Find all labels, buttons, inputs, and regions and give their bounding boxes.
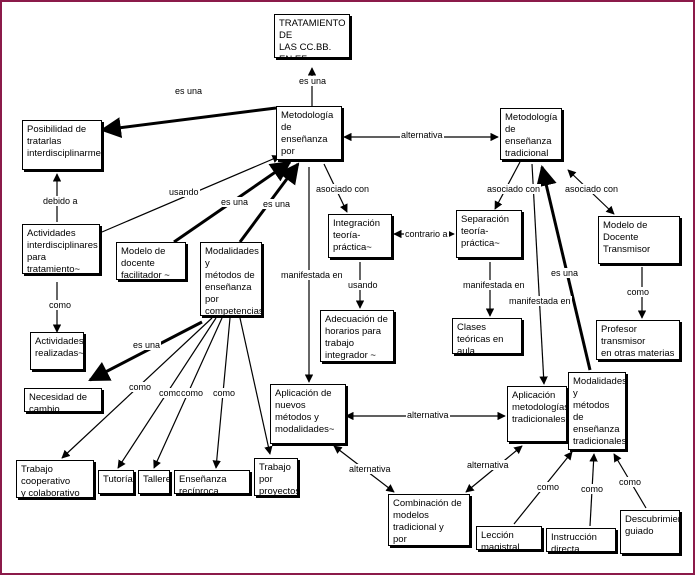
label-como-leccion: como [536,482,561,492]
label-es-una-facilitador: es una [220,197,250,207]
label-manifestada-en-sep: manifestada en [462,280,526,290]
concept-ensenanza-reciproca: Enseñanza recíproca [174,470,250,494]
concept-aplicacion-tradicionales: Aplicación metodologías tradicionales~ [507,386,567,442]
concept-tutorias: Tutorías [98,470,134,494]
label-es-una-modalidades: es una [262,199,292,209]
label-como-transmisor: como [626,287,651,297]
label-como-3: como [180,388,205,398]
label-como-actividades: como [48,300,73,310]
concept-necesidad: Necesidad de cambio [24,388,102,412]
label-es-una-trad: es una [550,268,580,278]
label-alternativa-mid: alternativa [406,410,450,420]
concept-clases-teoricas: Clases teóricas en aula [452,318,522,354]
concept-modalidades-competencias: Modalidades y métodos de enseñanza por c… [200,242,262,316]
concept-adecuacion: Adecuación de horarios para trabajo inte… [320,310,394,362]
concept-aplicacion-nuevos: Aplicación de nuevos métodos y modalidad… [270,384,346,444]
link-modalidades-proyectos [239,317,273,455]
label-usando-mid: usando [347,280,379,290]
concept-profesor-transmisor: Profesor transmisor en otras materias [596,320,680,360]
link-metcomp-posibilidad [99,106,277,139]
concept-combinacion: Combinación de modelos tradicional y por… [388,494,470,546]
link-modalidades-necesidad [88,320,203,382]
link-metrad-aplicacion-trad [531,163,548,385]
concept-actividades-realizadas: Actividades realizadas~ [30,332,84,370]
concept-trabajo-cooperativo: Trabajo cooperativo y colaborativo [16,460,94,498]
concept-separacion: Separación teoría-práctica~ [456,210,522,258]
label-como-4: como [212,388,237,398]
label-manifestada-en-trad: manifestada en [508,296,572,306]
concept-modelo-transmisor: Modelo de Docente Transmisor [598,216,680,264]
concept-modalidades-tradicionales: Modalidades y métodos de enseñanza tradi… [568,372,626,450]
concept-tratamiento: TRATAMIENTO DE LAS CC.BB. EN EF [274,14,350,58]
label-como-1: como [128,382,153,392]
label-asociado-con-left: asociado con [315,184,371,194]
label-manifestada-en-left: manifestada en [280,270,344,280]
label-usando-left: usando [168,187,200,197]
label-alternativa-top: alternativa [400,130,444,140]
concept-leccion-magistral: Lección magistral [476,526,542,550]
concept-descubrimiento-guiado: Descubrimiento guiado [620,510,680,554]
concept-metodologia-tradicional: Metodología de enseñanza tradicional [500,108,562,160]
concept-talleres: Talleres [138,470,170,494]
label-alternativa-right: alternativa [466,460,510,470]
label-asociado-con-right: asociado con [564,184,620,194]
concept-posibilidad: Posibilidad de tratarlas interdisciplina… [22,120,102,170]
concept-actividades-interdisciplinares: Actividades interdisciplinares para trat… [22,224,100,274]
label-es-una-left: es una [174,86,204,96]
label-asociado-con-mid: asociado con [486,184,542,194]
concept-modelo-facilitador: Modelo de docente facilitador ~ [116,242,186,280]
label-es-una-top: es una [298,76,328,86]
concept-trabajo-proyectos: Trabajo por proyectos [254,458,298,496]
label-debido-a: debido a [42,196,79,206]
label-es-una-necesidad: es una [132,340,162,350]
label-como-descubrimiento: como [618,477,643,487]
label-alternativa-left: alternativa [348,464,392,474]
label-contrario-a: contrario a [404,229,449,239]
concept-metodologia-competencias: Metodología de enseñanza por competencia… [276,106,342,160]
concept-integracion: Integración teoría-práctica~ [328,214,392,258]
concept-instruccion-directa: Instrucción directa [546,528,616,552]
label-como-2: como [158,388,183,398]
label-como-instruccion: como [580,484,605,494]
